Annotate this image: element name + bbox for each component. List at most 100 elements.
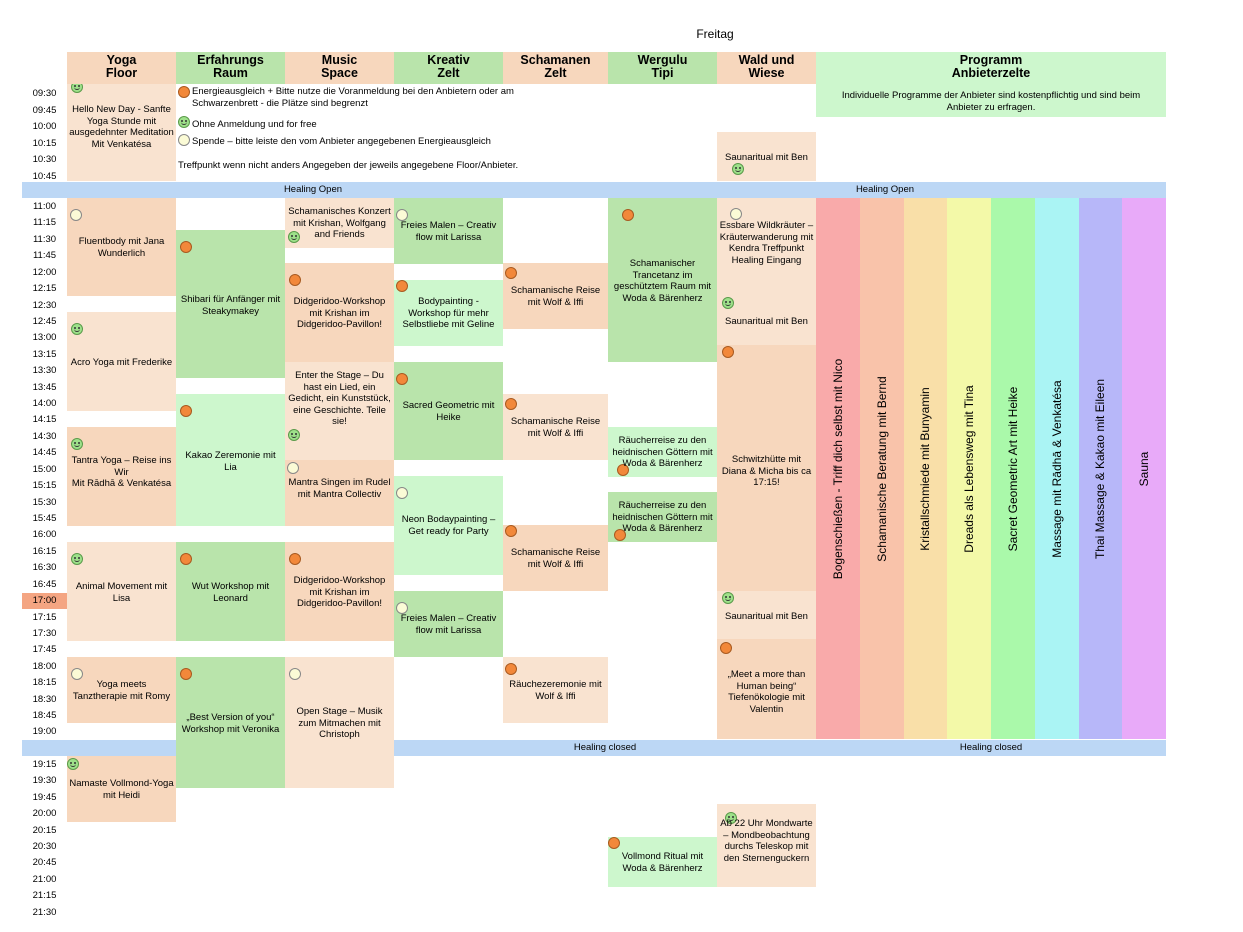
orange-dot-icon [289, 274, 301, 286]
event-card[interactable]: Schamanische Reise mit Wolf & Iffi [503, 394, 608, 460]
event-card[interactable]: Open Stage – Musik zum Mitmachen mit Chr… [285, 657, 394, 788]
event-card[interactable]: Vollmond Ritual mit Woda & Bärenherz [608, 837, 717, 887]
time-label: 19:45 [32, 791, 57, 803]
event-title: Essbare Wildkräuter – Kräuterwanderung m… [719, 220, 814, 266]
time-label: 18:15 [32, 677, 57, 689]
event-card[interactable]: Hello New Day - Sanfte Yoga Stunde mit a… [67, 84, 176, 181]
smiley-icon [288, 231, 300, 243]
day-title: Freitag [696, 27, 734, 41]
healing-offer-column[interactable]: Kristallschmiede mit Bunyamin [903, 198, 948, 739]
healing-offer-column[interactable]: Thai Massage & Kakao mit Eileen [1078, 198, 1123, 739]
time-label: 10:15 [32, 137, 57, 149]
time-label: 11:45 [32, 250, 57, 262]
time-label: 20:00 [32, 808, 57, 820]
event-card[interactable]: Neon Bodaypainting – Get ready for Party [394, 476, 503, 575]
time-label: 21:15 [32, 890, 57, 902]
event-card[interactable]: Freies Malen – Creativ flow mit Larissa [394, 198, 503, 264]
event-card[interactable]: Didgeridoo-Workshop mit Krishan im Didge… [285, 263, 394, 362]
event-card[interactable]: Schamanisches Konzert mit Krishan, Wolfg… [285, 198, 394, 248]
time-label: 15:15 [32, 480, 57, 492]
event-card[interactable]: Saunaritual mit Ben [717, 591, 816, 639]
event-card[interactable]: Saunaritual mit Ben [717, 296, 816, 345]
event-card[interactable]: Enter the Stage – Du hast ein Lied, ein … [285, 362, 394, 460]
time-label: 13:00 [32, 332, 57, 344]
light-dot-icon [178, 134, 190, 146]
column-header-line: Programm [959, 53, 1023, 67]
event-card[interactable]: Sacred Geometric mit Heike [394, 362, 503, 460]
column-header-line: Yoga [106, 53, 137, 67]
event-card[interactable]: „Best Version of you“ Workshop mit Veron… [176, 657, 285, 788]
healing-offer-label: Kristallschmiede mit Bunyamin [918, 386, 933, 551]
time-label: 10:00 [32, 121, 57, 132]
event-card[interactable]: Yoga meets Tanztherapie mit Romy [67, 657, 176, 723]
event-card[interactable]: „Meet a more than Human being“ Tiefenöko… [717, 639, 816, 739]
event-card[interactable]: Schamanische Reise mit Wolf & Iffi [503, 525, 608, 591]
time-label: 13:45 [32, 381, 57, 393]
event-card[interactable]: Tantra Yoga – Reise ins Wir Mit Rādhā & … [67, 427, 176, 526]
event-title: Animal Movement mit Lisa [75, 581, 168, 604]
event-card[interactable]: Schamanische Reise mit Wolf & Iffi [503, 263, 608, 329]
event-title: Schamanischer Trancetanz im geschütztem … [613, 258, 712, 304]
healing-closed-label-left: Healing closed [573, 742, 637, 753]
column-header-line: Raum [213, 66, 248, 80]
healing-offer-column[interactable]: Sauna [1122, 198, 1166, 739]
event-card[interactable]: Kakao Zeremonie mit Lia [176, 394, 285, 526]
event-title: Freies Malen – Creativ flow mit Larissa [400, 220, 497, 243]
event-card[interactable]: Animal Movement mit Lisa [67, 542, 176, 641]
event-title: „Meet a more than Human being“ Tiefenöko… [727, 669, 806, 715]
event-card[interactable]: Räucherreise zu den heidnischen Göttern … [608, 492, 717, 542]
event-card[interactable]: Räucherreise zu den heidnischen Göttern … [608, 427, 717, 477]
event-card[interactable]: Mantra Singen im Rudel mit Mantra Collec… [285, 460, 394, 526]
event-title: Namaste Vollmond-Yoga mit Heidi [69, 778, 174, 801]
healing-offer-column[interactable]: Dreads als Lebensweg mit Tina [947, 198, 991, 739]
column-header-line: Floor [105, 66, 138, 80]
event-card[interactable]: Schamanischer Trancetanz im geschütztem … [608, 198, 717, 362]
event-title: Open Stage – Musik zum Mitmachen mit Chr… [296, 706, 383, 740]
event-card[interactable]: Wut Workshop mit Leonard [176, 542, 285, 641]
event-title: Räucherreise zu den heidnischen Göttern … [612, 435, 713, 469]
event-card[interactable]: Didgeridoo-Workshop mit Krishan im Didge… [285, 542, 394, 641]
healing-offer-column[interactable]: Bogenschießen - Triff dich selbst mit Ni… [816, 198, 860, 739]
time-label: 18:00 [32, 660, 57, 672]
column-header-line: Space [321, 66, 358, 80]
time-label: 11:30 [32, 233, 57, 245]
healing-offer-column[interactable]: Massage mit Rādhā & Venkatésa [1034, 198, 1079, 739]
time-label: 19:00 [32, 726, 57, 738]
event-title: Mantra Singen im Rudel mit Mantra Collec… [288, 477, 391, 500]
healing-offer-label: Bogenschießen - Triff dich selbst mit Ni… [830, 358, 845, 579]
event-card[interactable]: Essbare Wildkräuter – Kräuterwanderung m… [717, 198, 816, 296]
event-card[interactable]: Ab 22 Uhr Mondwarte – Mondbeobachtung du… [717, 804, 816, 887]
time-label: 14:45 [32, 447, 57, 459]
event-card[interactable]: Acro Yoga mit Frederike [67, 312, 176, 411]
event-title: Schamanische Reise mit Wolf & Iffi [510, 416, 601, 439]
time-label: 09:30 [32, 88, 57, 99]
light-dot-icon [730, 208, 742, 220]
healing-offer-column[interactable]: Schamanische Beratung mit Bernd [859, 198, 904, 739]
time-label: 20:15 [32, 824, 57, 836]
event-title: Hello New Day - Sanfte Yoga Stunde mit a… [69, 104, 174, 150]
orange-dot-icon [180, 553, 192, 565]
orange-dot-icon [180, 668, 192, 680]
event-card[interactable]: Namaste Vollmond-Yoga mit Heidi [67, 756, 176, 822]
event-card[interactable]: Fluentbody mit Jana Wunderlich [67, 198, 176, 296]
event-card[interactable]: Shibari für Anfänger mit Steakymakey [176, 230, 285, 378]
event-card[interactable]: Saunaritual mit Ben [717, 132, 816, 181]
time-label: 19:15 [32, 759, 57, 770]
event-card[interactable]: Freies Malen – Creativ flow mit Larissa [394, 591, 503, 657]
event-title: Schwitzhütte mit Diana & Micha bis ca 17… [721, 454, 812, 488]
event-title: Didgeridoo-Workshop mit Krishan im Didge… [293, 296, 386, 330]
smiley-icon [288, 429, 300, 441]
column-header-line: Wald und [738, 53, 795, 67]
orange-dot-icon [722, 346, 734, 358]
light-dot-icon [396, 487, 408, 499]
time-label: 16:45 [32, 578, 57, 590]
orange-dot-icon [720, 642, 732, 654]
event-card[interactable]: Räuchezeremonie mit Wolf & Iffi [503, 657, 608, 723]
event-card[interactable]: Bodypainting - Workshop für mehr Selbstl… [394, 280, 503, 346]
healing-offer-column[interactable]: Sacret Geometric Art mit Heike [991, 198, 1035, 739]
event-title: Kakao Zeremonie mit Lia [185, 450, 276, 473]
legend-smile: Ohne Anmeldung und for free [178, 116, 578, 131]
time-label: 21:30 [32, 906, 57, 918]
event-card[interactable]: Schwitzhütte mit Diana & Micha bis ca 17… [717, 345, 816, 591]
